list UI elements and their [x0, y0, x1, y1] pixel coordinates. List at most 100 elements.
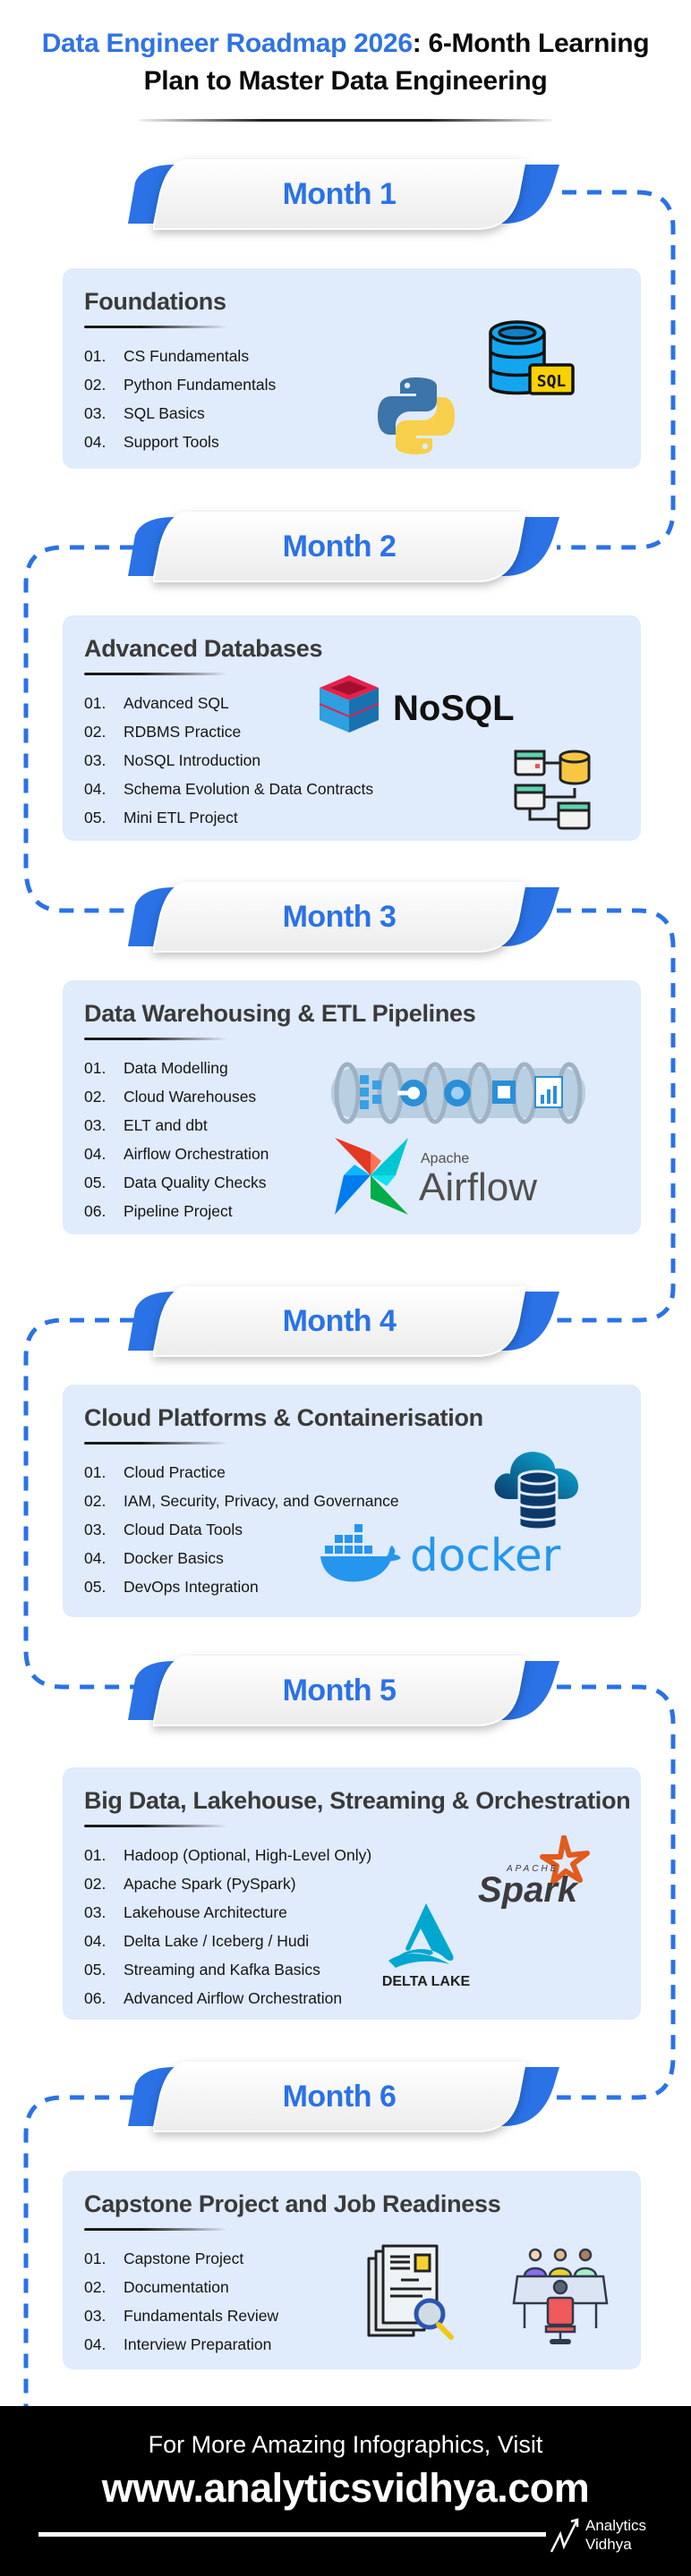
banner-white-plate — [153, 882, 525, 953]
python-logo-icon — [378, 377, 455, 454]
svg-text:Airflow: Airflow — [419, 1165, 537, 1209]
list-item: 05.DevOps Integration — [84, 1578, 259, 1596]
month-label: Month 6 — [282, 2080, 397, 2114]
month-2-banner: Month 2 — [128, 512, 562, 583]
month-label: Month 4 — [282, 1304, 397, 1338]
topic-list: 01.Advanced SQL 02.RDBMS Practice 03.NoS… — [84, 689, 373, 832]
list-item: 02.Apache Spark (PySpark) — [84, 1875, 296, 1893]
month-label: Month 3 — [282, 900, 397, 934]
topic-list: 01.Data Modelling 02.Cloud Warehouses 03… — [84, 1054, 269, 1225]
apache-airflow-logo-icon: Apache Airflow — [335, 1138, 537, 1215]
banner-white-plate — [153, 1656, 525, 1726]
sql-database-icon: SQL — [489, 320, 575, 395]
analytics-vidhya-logo: Analytics Vidhya — [550, 2516, 657, 2559]
list-item: 04.Docker Basics — [84, 1549, 224, 1567]
list-item: 04.Support Tools — [84, 433, 219, 451]
list-item: 01.Capstone Project — [84, 2250, 244, 2267]
month-6-banner: Month 6 — [128, 2062, 562, 2133]
docker-logo-icon: docker — [320, 1524, 561, 1582]
database-schema-icon — [514, 750, 591, 830]
card-heading: Data Warehousing & ETL Pipelines — [84, 1000, 476, 1027]
card-heading: Foundations — [84, 288, 226, 315]
heading-underline — [84, 1038, 227, 1040]
month-label: Month 2 — [282, 530, 397, 564]
list-item: 02.RDBMS Practice — [84, 723, 242, 741]
month-4-banner: Month 4 — [128, 1286, 562, 1358]
banner-white-plate — [153, 2062, 525, 2132]
month-label: Month 5 — [282, 1674, 397, 1707]
title-accent: Data Engineer Roadmap 2026 — [41, 29, 413, 58]
month-3-card: Data Warehousing & ETL Pipelines 01.Data… — [63, 980, 641, 1234]
list-item: 03.ELT and dbt — [84, 1116, 208, 1134]
heading-underline — [84, 2228, 227, 2231]
list-item: 01.CS Fundamentals — [84, 347, 250, 365]
delta-lake-logo-icon: DELTA LAKE — [382, 1903, 471, 1989]
card-heading: Cloud Platforms & Containerisation — [84, 1404, 483, 1431]
data-pipeline-icon — [331, 1062, 585, 1124]
list-item: 05.Data Quality Checks — [84, 1174, 267, 1191]
svg-text:SQL: SQL — [537, 372, 567, 391]
list-item: 05.Mini ETL Project — [84, 809, 238, 826]
list-item: 06.Advanced Airflow Orchestration — [84, 1989, 343, 2007]
list-item: 01.Cloud Practice — [84, 1463, 226, 1481]
cloud-database-icon — [494, 1452, 578, 1531]
apache-spark-logo-icon: APACHE Spark — [478, 1835, 590, 1909]
heading-underline — [84, 1825, 227, 1827]
page-title: Data Engineer Roadmap 2026: 6-Month Lear… — [0, 25, 691, 100]
svg-text:Spark: Spark — [478, 1870, 579, 1909]
nosql-logo-icon: NoSQL — [319, 675, 515, 733]
month-3-banner: Month 3 — [128, 882, 562, 953]
list-item: 03.Fundamentals Review — [84, 2307, 279, 2325]
card-heading: Capstone Project and Job Readiness — [84, 2190, 501, 2217]
month-1-banner: Month 1 — [128, 159, 562, 231]
list-item: 02.Cloud Warehouses — [84, 1088, 257, 1106]
banner-white-plate — [153, 159, 525, 230]
topic-list: 01.Hadoop (Optional, High-Level Only) 02… — [84, 1841, 371, 2012]
trend-arrow-icon — [550, 2518, 579, 2553]
banner-white-plate — [153, 512, 525, 582]
topic-list: 01.Capstone Project 02.Documentation 03.… — [84, 2244, 278, 2359]
banner-white-plate — [153, 1286, 525, 1357]
list-item: 01.Data Modelling — [84, 1059, 228, 1077]
footer-cta: For More Amazing Infographics, Visit — [148, 2431, 543, 2458]
list-item: 02.Documentation — [84, 2278, 229, 2296]
svg-text:Apache: Apache — [421, 1151, 469, 1166]
list-item: 04.Schema Evolution & Data Contracts — [84, 780, 374, 798]
month-4-card: Cloud Platforms & Containerisation 01.Cl… — [63, 1385, 641, 1617]
list-item: 02.IAM, Security, Privacy, and Governanc… — [84, 1492, 399, 1510]
list-item: 05.Streaming and Kafka Basics — [84, 1961, 320, 1979]
brand-name: Analytics Vidhya — [585, 2517, 647, 2553]
topic-list: 01.Cloud Practice 02.IAM, Security, Priv… — [84, 1458, 399, 1601]
month-5-banner: Month 5 — [128, 1656, 562, 1727]
document-search-icon — [367, 2244, 454, 2340]
card-heading: Advanced Databases — [84, 635, 323, 662]
list-item: 03.Cloud Data Tools — [84, 1521, 243, 1538]
footer-rule — [38, 2532, 546, 2537]
title-divider — [139, 119, 552, 122]
month-6-card: Capstone Project and Job Readiness 01.Ca… — [63, 2171, 641, 2369]
list-item: 03.NoSQL Introduction — [84, 751, 261, 769]
month-5-card: Big Data, Lakehouse, Streaming & Orchest… — [63, 1767, 641, 2020]
list-item: 03.Lakehouse Architecture — [84, 1903, 287, 1921]
list-item: 01.Hadoop (Optional, High-Level Only) — [84, 1846, 372, 1864]
month-label: Month 1 — [282, 177, 397, 211]
footer: For More Amazing Infographics, Visit www… — [0, 2406, 691, 2576]
svg-text:NoSQL: NoSQL — [393, 689, 515, 728]
heading-underline — [84, 1442, 227, 1445]
list-item: 04.Delta Lake / Iceberg / Hudi — [84, 1932, 310, 1950]
list-item: 01.Advanced SQL — [84, 694, 229, 712]
svg-text:DELTA LAKE: DELTA LAKE — [382, 1974, 471, 1989]
list-item: 03.SQL Basics — [84, 404, 205, 422]
list-item: 04.Interview Preparation — [84, 2335, 272, 2353]
title-rest: : 6-Month Learning — [412, 29, 650, 58]
title-line-2: Plan to Master Data Engineering — [143, 66, 548, 96]
heading-underline — [84, 673, 227, 675]
footer-url-link[interactable]: www.analyticsvidhya.com — [101, 2465, 590, 2511]
list-item: 02.Python Fundamentals — [84, 376, 277, 394]
heading-underline — [84, 326, 227, 328]
month-2-card: Advanced Databases 01.Advanced SQL 02.RD… — [63, 615, 641, 841]
list-item: 04.Airflow Orchestration — [84, 1145, 269, 1163]
interview-panel-icon — [512, 2248, 609, 2344]
card-heading: Big Data, Lakehouse, Streaming & Orchest… — [84, 1787, 631, 1814]
svg-text:APACHE: APACHE — [506, 1864, 559, 1874]
